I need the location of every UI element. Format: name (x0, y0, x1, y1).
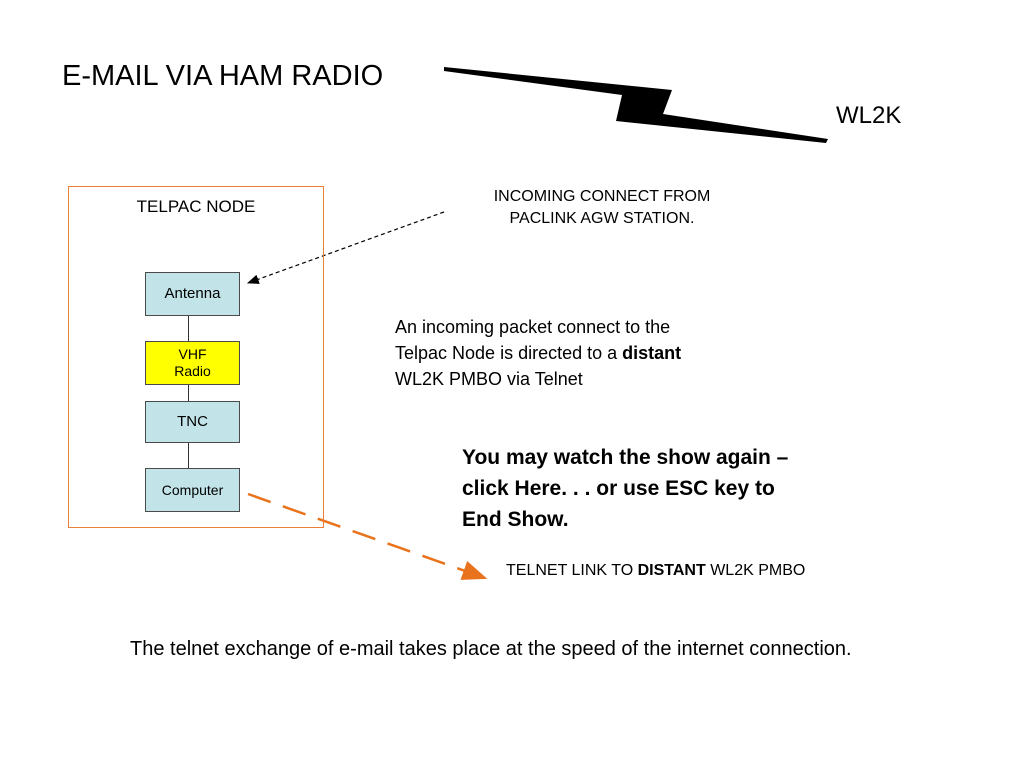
vhf-radio-label: VHF Radio (174, 346, 211, 380)
tnc-box: TNC (145, 401, 240, 443)
watch-show-again-link[interactable]: You may watch the show again – click Her… (462, 442, 902, 535)
antenna-label: Antenna (164, 285, 221, 302)
connector-line (188, 385, 189, 401)
telnet-link-label: TELNET LINK TO DISTANT WL2K PMBO (506, 562, 805, 580)
description-bold-word: distant (622, 343, 682, 363)
telnet-link-bold: DISTANT (637, 562, 706, 579)
slide-title: E-MAIL VIA HAM RADIO (62, 60, 384, 92)
description-line3: WL2K PMBO via Telnet (395, 369, 583, 389)
telpac-node-label: TELPAC NODE (136, 197, 256, 216)
vhf-radio-label-line1: VHF (178, 346, 207, 362)
lightning-bolt-icon (444, 67, 828, 143)
footer-note: The telnet exchange of e-mail takes plac… (130, 638, 852, 660)
incoming-note-line2: PACLINK AGW STATION. (509, 210, 695, 227)
tnc-label: TNC (177, 413, 208, 430)
computer-box: Computer (145, 468, 240, 512)
show-link-line2: click Here. . . or use ESC key to (462, 477, 775, 500)
telnet-link-prefix: TELNET LINK TO (506, 562, 638, 579)
antenna-box: Antenna (145, 272, 240, 316)
show-link-line1: You may watch the show again – (462, 446, 789, 469)
vhf-radio-label-line2: Radio (174, 363, 211, 379)
telnet-link-suffix: WL2K PMBO (705, 562, 806, 579)
wl2k-label: WL2K (836, 102, 902, 129)
description-text: An incoming packet connect to the Telpac… (395, 314, 795, 392)
show-link-line3: End Show. (462, 508, 569, 531)
computer-label: Computer (161, 482, 224, 498)
vhf-radio-box: VHF Radio (145, 341, 240, 385)
telpac-node-box (68, 186, 324, 528)
telnet-link-arrow (247, 492, 488, 580)
description-line2: Telpac Node is directed to a (395, 343, 623, 363)
incoming-note-line1: INCOMING CONNECT FROM (493, 188, 711, 205)
connector-line (188, 316, 189, 341)
connector-line (188, 443, 189, 468)
description-line1: An incoming packet connect to the (395, 317, 671, 337)
incoming-connect-note: INCOMING CONNECT FROM PACLINK AGW STATIO… (455, 186, 749, 230)
